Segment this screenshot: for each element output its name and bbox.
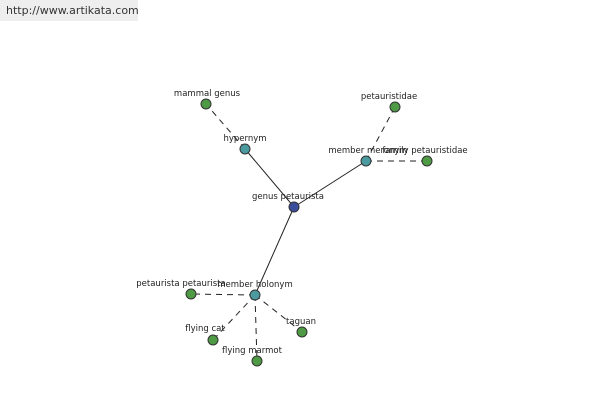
edge-member-holonym-to-petaurista-petaurista	[190, 293, 256, 296]
site-url[interactable]: http://www.artikata.com	[0, 0, 139, 21]
label-genus-petaurista[interactable]: genus petaurista	[252, 192, 324, 202]
node-petauristidae[interactable]	[389, 101, 401, 113]
node-member-holonym[interactable]	[249, 289, 261, 301]
node-petaurista-petaurista[interactable]	[185, 288, 197, 300]
edge-member-holonym-to-taguan	[254, 294, 303, 333]
edge-genus-petaurista-to-member-meronym	[293, 160, 367, 208]
node-genus-petaurista[interactable]	[288, 201, 300, 213]
label-member-meronym[interactable]: member meronym	[328, 146, 407, 156]
node-member-meronym[interactable]	[360, 155, 372, 167]
graph-nodes	[185, 98, 433, 367]
label-hypernym[interactable]: hypernym	[223, 134, 266, 144]
node-flying-cat[interactable]	[207, 334, 219, 346]
edge-member-holonym-to-flying-marmot	[254, 294, 258, 362]
label-mammal-genus[interactable]: mammal genus	[174, 89, 241, 99]
edge-hypernym-to-mammal-genus	[205, 103, 246, 150]
graph-edges	[190, 103, 427, 362]
graph-labels: genus petaurista hypernym member meronym me…	[136, 89, 467, 356]
label-family-petauristidae[interactable]: family petauristidae	[382, 146, 467, 156]
node-mammal-genus[interactable]	[200, 98, 212, 110]
edge-genus-petaurista-to-member-holonym	[254, 206, 295, 296]
label-flying-marmot[interactable]: flying marmot	[222, 346, 283, 356]
node-taguan[interactable]	[296, 326, 308, 338]
node-family-petauristidae[interactable]	[421, 155, 433, 167]
label-petauristidae[interactable]: petauristidae	[361, 92, 417, 102]
label-taguan[interactable]: taguan	[286, 317, 316, 327]
node-flying-marmot[interactable]	[251, 355, 263, 367]
node-hypernym[interactable]	[239, 143, 251, 155]
label-flying-cat[interactable]: flying cat	[185, 324, 225, 334]
label-member-holonym[interactable]: member holonym	[217, 280, 292, 290]
edge-genus-petaurista-to-hypernym	[244, 148, 295, 208]
label-petaurista-petaurista[interactable]: petaurista petaurista	[136, 279, 225, 289]
